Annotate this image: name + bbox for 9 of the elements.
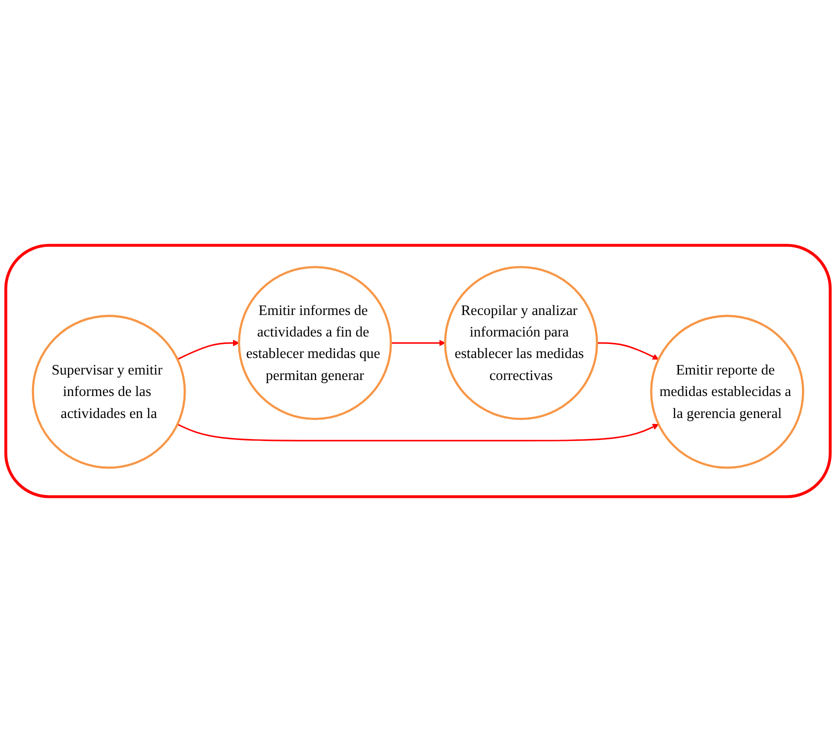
node-circle: Emitir reporte de medidas establecidas a la gerencia general bbox=[650, 314, 804, 469]
node-circle: Recopilar y analizar información para establecer las medidas correctivas bbox=[444, 266, 598, 420]
arrow bbox=[177, 424, 659, 442]
arrow bbox=[597, 342, 659, 360]
node-circle: Emitir informes de actividades a fin de establecer medidas que permitan generar bbox=[238, 266, 392, 420]
cluster bbox=[4, 244, 832, 498]
node-circle: Supervisar y emitir informes de las actividades en la bbox=[32, 314, 186, 469]
arrow bbox=[177, 340, 240, 360]
arrow bbox=[390, 340, 446, 346]
